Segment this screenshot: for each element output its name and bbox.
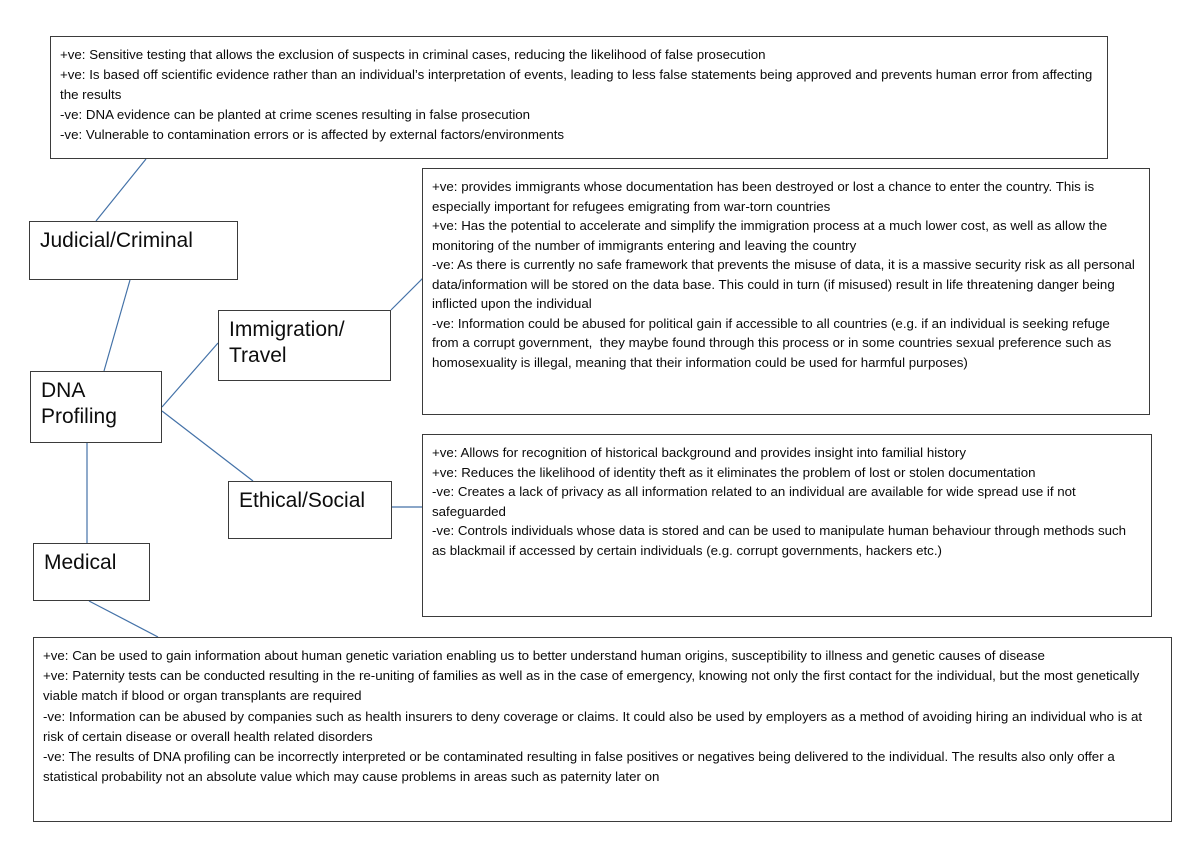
detail-box-judicial: +ve: Sensitive testing that allows the e…: [50, 36, 1108, 159]
node-label-dna-profiling: DNA Profiling: [41, 379, 117, 428]
connector-root-to-judicial: [103, 279, 131, 372]
connector-judicial-to-detail: [95, 158, 147, 222]
detail-text-immigration: +ve: provides immigrants whose documenta…: [432, 179, 1135, 370]
detail-box-ethical: +ve: Allows for recognition of historica…: [422, 434, 1152, 617]
detail-text-judicial: +ve: Sensitive testing that allows the e…: [60, 47, 1093, 142]
node-label-medical: Medical: [44, 551, 117, 574]
detail-text-medical: +ve: Can be used to gain information abo…: [43, 648, 1143, 785]
node-label-judicial-criminal: Judicial/Criminal: [40, 229, 193, 252]
detail-box-medical: +ve: Can be used to gain information abo…: [33, 637, 1172, 822]
node-label-immigration-travel: Immigration/ Travel: [229, 318, 345, 367]
node-dna-profiling[interactable]: DNA Profiling: [30, 371, 162, 443]
connector-root-to-ethical: [161, 410, 254, 482]
node-ethical-social[interactable]: Ethical/Social: [228, 481, 392, 539]
node-medical[interactable]: Medical: [33, 543, 150, 601]
node-immigration-travel[interactable]: Immigration/ Travel: [218, 310, 391, 381]
detail-text-ethical: +ve: Allows for recognition of historica…: [432, 445, 1127, 558]
node-label-ethical-social: Ethical/Social: [239, 489, 366, 512]
node-judicial-criminal[interactable]: Judicial/Criminal: [29, 221, 238, 280]
detail-box-immigration: +ve: provides immigrants whose documenta…: [422, 168, 1150, 415]
connector-medical-to-detail: [88, 600, 159, 638]
connector-root-to-immigration: [161, 342, 219, 408]
